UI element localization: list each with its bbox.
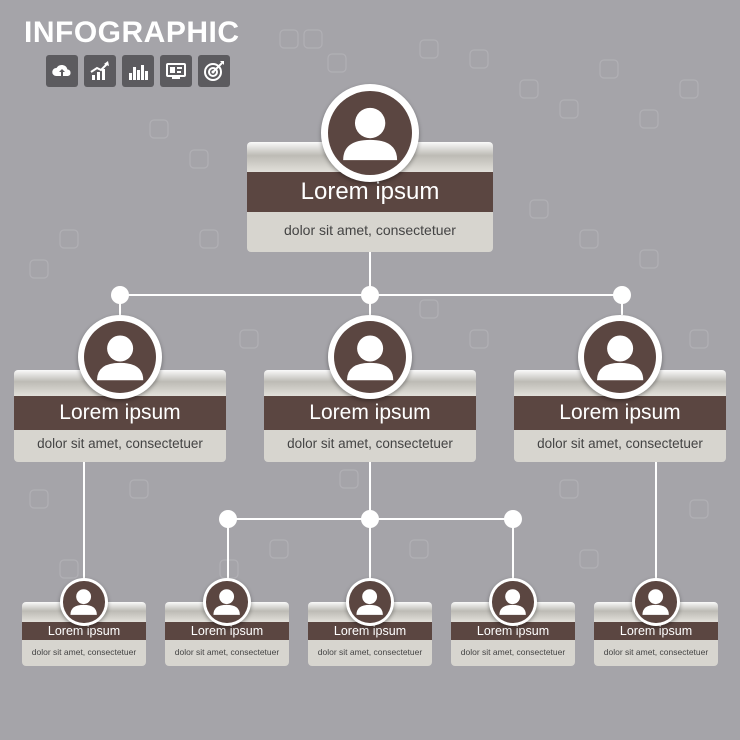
card-subtitle: dolor sit amet, consectetuer [247, 212, 493, 252]
avatar-icon [78, 315, 162, 399]
card-subtitle: dolor sit amet, consectetuer [14, 430, 226, 462]
target-icon [198, 55, 230, 87]
org-card-level3: Lorem ipsum dolor sit amet, consectetuer [22, 578, 146, 666]
avatar-icon [328, 315, 412, 399]
card-title: Lorem ipsum [165, 622, 289, 640]
presentation-board-icon [160, 55, 192, 87]
card-title: Lorem ipsum [308, 622, 432, 640]
icon-row [46, 55, 230, 87]
org-card-level3: Lorem ipsum dolor sit amet, consectetuer [165, 578, 289, 666]
org-card-level3: Lorem ipsum dolor sit amet, consectetuer [308, 578, 432, 666]
page-title: INFOGRAPHIC [24, 16, 240, 49]
org-card-level2: Lorem ipsum dolor sit amet, consectetuer [264, 315, 476, 462]
card-subtitle: dolor sit amet, consectetuer [451, 640, 575, 666]
card-title: Lorem ipsum [247, 172, 493, 212]
cloud-upload-icon [46, 55, 78, 87]
bar-chart-icon [122, 55, 154, 87]
org-card-level3: Lorem ipsum dolor sit amet, consectetuer [451, 578, 575, 666]
avatar-icon [203, 578, 251, 626]
card-title: Lorem ipsum [22, 622, 146, 640]
avatar-icon [578, 315, 662, 399]
org-card-root: Lorem ipsum dolor sit amet, consectetuer [247, 84, 493, 252]
card-subtitle: dolor sit amet, consectetuer [165, 640, 289, 666]
card-title: Lorem ipsum [14, 396, 226, 430]
card-title: Lorem ipsum [264, 396, 476, 430]
avatar-icon [60, 578, 108, 626]
org-card-level2: Lorem ipsum dolor sit amet, consectetuer [514, 315, 726, 462]
card-subtitle: dolor sit amet, consectetuer [514, 430, 726, 462]
card-title: Lorem ipsum [594, 622, 718, 640]
org-card-level2: Lorem ipsum dolor sit amet, consectetuer [14, 315, 226, 462]
card-subtitle: dolor sit amet, consectetuer [22, 640, 146, 666]
card-subtitle: dolor sit amet, consectetuer [594, 640, 718, 666]
line-chart-icon [84, 55, 116, 87]
card-title: Lorem ipsum [514, 396, 726, 430]
org-card-level3: Lorem ipsum dolor sit amet, consectetuer [594, 578, 718, 666]
card-title: Lorem ipsum [451, 622, 575, 640]
card-subtitle: dolor sit amet, consectetuer [308, 640, 432, 666]
avatar-icon [489, 578, 537, 626]
card-subtitle: dolor sit amet, consectetuer [264, 430, 476, 462]
avatar-icon [632, 578, 680, 626]
avatar-icon [346, 578, 394, 626]
avatar-icon [321, 84, 419, 182]
